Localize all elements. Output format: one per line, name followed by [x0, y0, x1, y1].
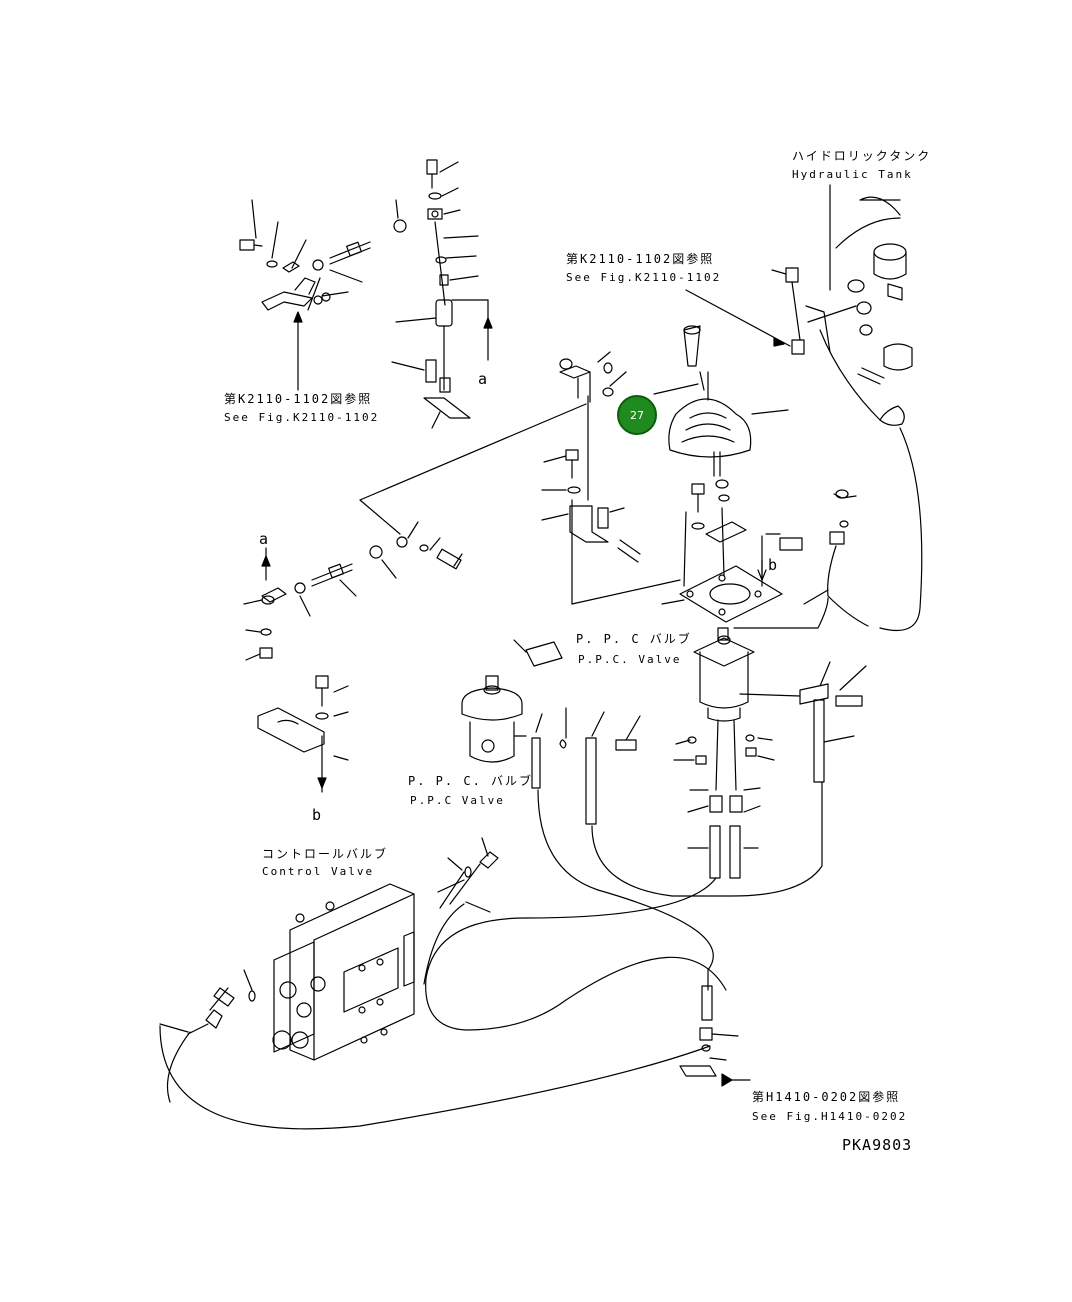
ppc-valve-right-label-en: P.P.C. Valve [578, 653, 682, 666]
joystick-lever [653, 325, 869, 629]
hydraulic-tank-area [685, 184, 923, 632]
reference-k2110-left-en: See Fig.K2110-1102 [224, 411, 380, 424]
reference-h1410-en: See Fig.H1410-0202 [752, 1110, 908, 1123]
view-ref-b-right: b [768, 556, 778, 574]
reference-h1410-jp: 第H1410-0202図参照 [752, 1090, 901, 1104]
hydraulic-tank-label-jp: ハイドロリックタンク [792, 149, 932, 163]
view-ref-a-left: a [259, 530, 269, 548]
control-valve [159, 837, 499, 1061]
reference-k2110-top-en: See Fig.K2110-1102 [566, 271, 722, 284]
reference-k2110-top-jp: 第K2110-1102図参照 [566, 252, 715, 266]
hose-runs [159, 781, 823, 1130]
control-valve-label-jp: コントロールバルブ [262, 847, 389, 861]
vertical-rod-assembly [391, 159, 493, 429]
part-callout-number: 27 [630, 408, 644, 422]
lower-left-bracket [257, 675, 349, 793]
ppc-valve-right [673, 627, 867, 879]
view-ref-b-bottom: b [312, 806, 322, 824]
reference-k2110-left-jp: 第K2110-1102図参照 [224, 392, 373, 406]
centre-bracket [541, 351, 681, 605]
part-callout-27[interactable]: 27 [617, 395, 657, 435]
hydraulic-tank-label-en: Hydraulic Tank [792, 168, 913, 181]
control-valve-label-en: Control Valve [262, 865, 375, 878]
upper-left-linkage [239, 199, 407, 391]
middle-left-linkage [243, 403, 587, 661]
ppc-valve-right-label-jp: P. P. C バルブ [576, 632, 692, 646]
ppc-valve-left-label-en: P.P.C Valve [410, 794, 505, 807]
ppc-valve-left-label-jp: P. P. C. バルブ [408, 774, 534, 788]
ppc-valve-left [461, 639, 641, 825]
view-ref-a-top: a [478, 370, 488, 388]
drawing-code: PKA9803 [842, 1136, 913, 1154]
